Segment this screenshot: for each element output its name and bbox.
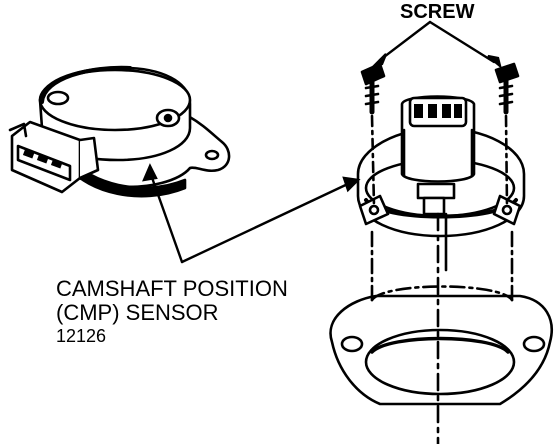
screw-leader-left bbox=[378, 20, 432, 62]
part-number-label: 12126 bbox=[56, 326, 106, 346]
leader-lines bbox=[142, 20, 503, 264]
screw-leader-right bbox=[428, 20, 496, 64]
screw-arrowhead-left bbox=[370, 53, 388, 69]
housing-illustration bbox=[329, 62, 553, 444]
cmp-sensor-illustration bbox=[8, 65, 231, 198]
sensor-leader-loose bbox=[148, 170, 184, 264]
sensor-arrowhead-installed bbox=[342, 176, 361, 193]
sensor-leader-installed bbox=[180, 180, 354, 264]
sensor-arrowhead-loose bbox=[142, 163, 158, 182]
sensor-label-line2: (CMP) SENSOR bbox=[56, 300, 219, 325]
sensor-label-line1: CAMSHAFT POSITION bbox=[56, 276, 288, 301]
screw-arrowhead-right bbox=[487, 54, 503, 70]
screw-label: SCREW bbox=[400, 1, 475, 23]
